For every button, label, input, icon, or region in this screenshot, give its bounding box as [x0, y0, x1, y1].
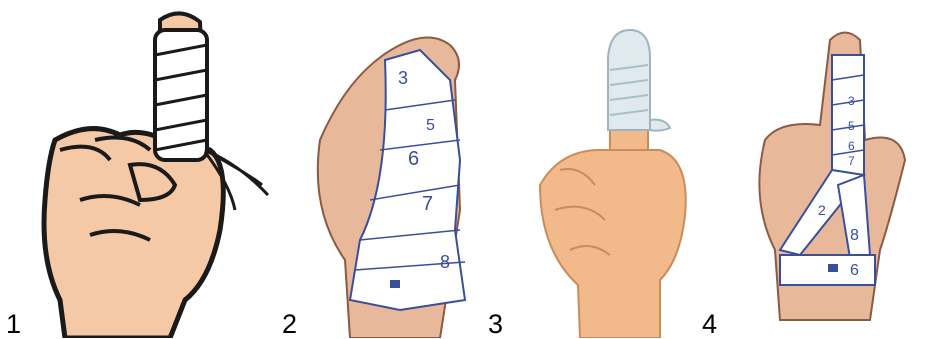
panel-4: 3 2 5 6 7 8 6 4	[710, 0, 946, 338]
panel-label: 4	[702, 311, 717, 338]
panel-3: 3	[500, 0, 710, 338]
finger-wrist-bandage-illustration-4: 3 2 5 6 7 8 6	[710, 0, 946, 338]
turn-number: 3	[848, 94, 855, 108]
finger-bandage-illustration-1	[0, 0, 290, 338]
panel-2: 3 5 6 7 8 2	[290, 0, 500, 338]
hand-bandage-illustration-2: 3 5 6 7 8	[290, 0, 500, 338]
turn-number: 7	[848, 154, 855, 168]
turn-number: 8	[850, 227, 859, 244]
panel-1: 1	[0, 0, 290, 338]
panel-label: 1	[6, 311, 21, 338]
turn-number: 6	[408, 148, 419, 170]
turn-number: 6	[848, 139, 855, 153]
turn-number: 6	[850, 262, 859, 279]
turn-number: 8	[440, 252, 450, 272]
turn-number: 7	[422, 193, 433, 215]
panel-label: 2	[282, 311, 297, 338]
panel-label: 3	[488, 311, 503, 338]
turn-number: 5	[426, 117, 435, 134]
turn-number: 3	[398, 68, 408, 88]
finger-bandage-illustration-3	[500, 0, 710, 338]
turn-number: 5	[848, 119, 855, 133]
bandage-cap	[608, 30, 670, 131]
turn-number: 2	[818, 202, 826, 218]
